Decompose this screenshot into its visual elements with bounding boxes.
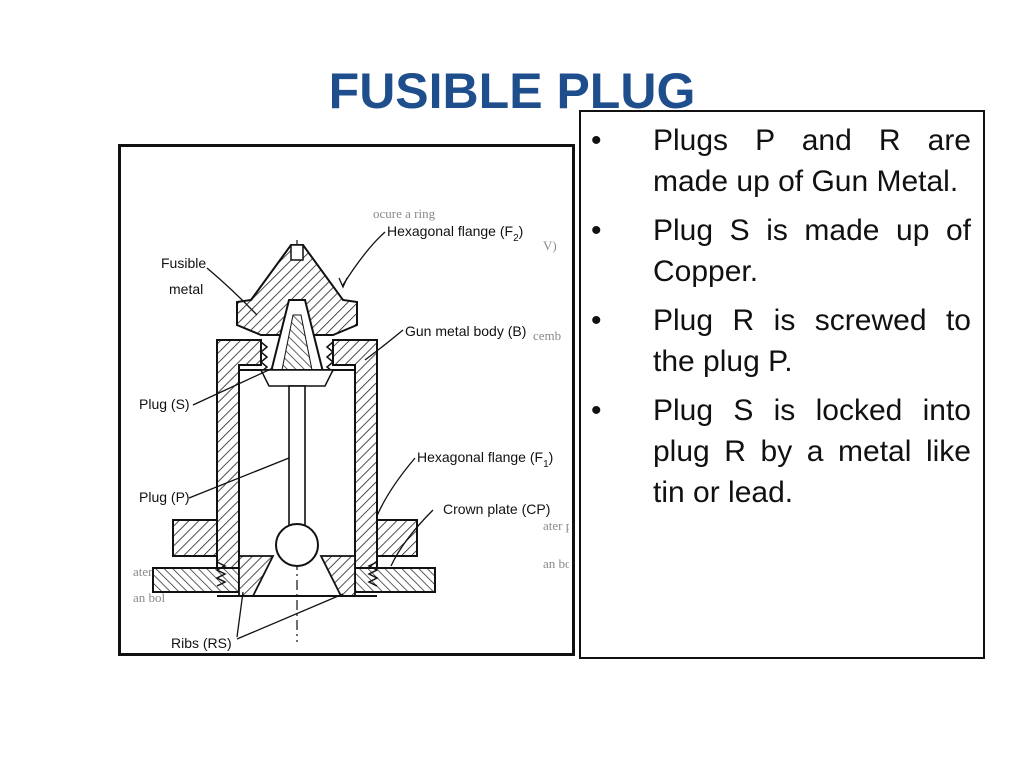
svg-text:ater p: ater p bbox=[543, 518, 569, 533]
label-plug-s: Plug (S) bbox=[139, 396, 190, 412]
hexagonal-flange-f1 bbox=[172, 519, 418, 557]
leader-lines bbox=[188, 231, 434, 640]
bullet-text: Plug S is locked into plug R by a metal … bbox=[653, 394, 971, 509]
bullet-item: • Plug S is locked into plug R by a metal… bbox=[591, 390, 971, 513]
svg-text:an bol: an bol bbox=[133, 590, 166, 605]
svg-text:cemb: cemb bbox=[533, 328, 561, 343]
bullet-marker: • bbox=[591, 394, 602, 427]
label-ribs: Ribs (RS) bbox=[171, 635, 232, 651]
bullet-text: Plug S is made up of Copper. bbox=[653, 214, 971, 288]
plug-p bbox=[275, 385, 319, 567]
bullet-item: • Plug S is made up of Copper. bbox=[591, 210, 971, 292]
bullet-marker: • bbox=[591, 124, 602, 157]
label-fusible-metal-line2: metal bbox=[169, 281, 203, 297]
bullet-text: Plug R is screwed to the plug P. bbox=[653, 304, 971, 378]
bullet-list: • Plugs P and R are made up of Gun Metal.… bbox=[591, 120, 971, 521]
fusible-plug-diagram: ocure a ring V) cemb ater p an bol ater … bbox=[133, 206, 569, 651]
label-fusible-metal-line1: Fusible bbox=[161, 255, 206, 271]
ribs bbox=[217, 555, 377, 597]
bullet-marker: • bbox=[591, 304, 602, 337]
bullet-item: • Plug R is screwed to the plug P. bbox=[591, 300, 971, 382]
slide-title: FUSIBLE PLUG bbox=[328, 63, 696, 119]
svg-text:an bol: an bol bbox=[543, 556, 569, 571]
bullet-marker: • bbox=[591, 214, 602, 247]
bullet-item: • Plugs P and R are made up of Gun Metal. bbox=[591, 120, 971, 202]
label-plug-p: Plug (P) bbox=[139, 489, 190, 505]
bullet-text-box: • Plugs P and R are made up of Gun Metal.… bbox=[579, 110, 985, 659]
svg-text:V): V) bbox=[543, 238, 557, 253]
label-gun-metal-body: Gun metal body (B) bbox=[405, 323, 526, 339]
label-hex-flange-f2: Hexagonal flange (F2) bbox=[387, 223, 523, 244]
hexagonal-flange-f2 bbox=[236, 244, 358, 336]
label-hex-flange-f1: Hexagonal flange (F1) bbox=[417, 449, 553, 470]
bullet-text: Plugs P and R are made up of Gun Metal. bbox=[653, 124, 971, 198]
label-crown-plate: Crown plate (CP) bbox=[443, 501, 550, 517]
svg-text:ocure a ring: ocure a ring bbox=[373, 206, 436, 221]
